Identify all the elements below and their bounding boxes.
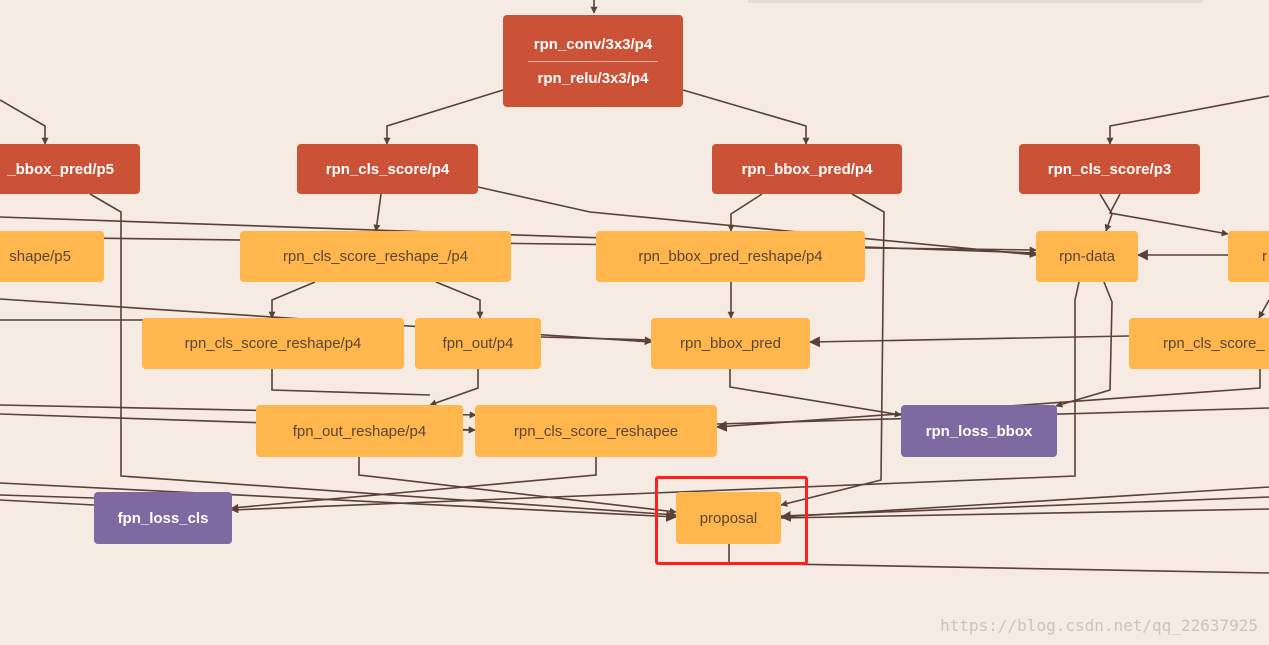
node-rpn-cls-score-partial-label: rpn_cls_score_ [1163, 335, 1265, 352]
node-rpn-bbox-pred-reshape-p4-label: rpn_bbox_pred_reshape/p4 [638, 248, 823, 265]
node-rpn-cls-score-p3[interactable]: rpn_cls_score/p3 [1019, 144, 1200, 194]
node-rpn-loss-bbox[interactable]: rpn_loss_bbox [901, 405, 1057, 457]
edge [1055, 281, 1113, 408]
top-panel-edge [748, 0, 1203, 3]
edge [780, 508, 1269, 519]
edge [429, 369, 479, 407]
edge [1108, 193, 1229, 237]
node-rpn-cls-score-reshape-p4[interactable]: rpn_cls_score_reshape/p4 [142, 318, 404, 369]
node-rpn-bbox-pred-p5[interactable]: _bbox_pred/p5 [0, 144, 140, 194]
node-right-partial[interactable]: r [1228, 231, 1269, 282]
edge [0, 99, 49, 145]
edge [728, 544, 1269, 574]
watermark: https://blog.csdn.net/qq_22637925 [940, 616, 1258, 635]
node-rpn-bbox-pred-label: rpn_bbox_pred [680, 335, 781, 352]
edge [808, 335, 1130, 348]
edge [358, 457, 677, 515]
edge [715, 369, 1261, 432]
node-fpn-out-reshape-p4[interactable]: fpn_out_reshape/p4 [256, 405, 463, 457]
node-reshape-p5[interactable]: shape/p5 [0, 231, 104, 282]
edge [383, 89, 504, 145]
node-rpn-loss-bbox-label: rpn_loss_bbox [925, 422, 1033, 440]
node-fpn-loss-cls-label: fpn_loss_cls [117, 509, 209, 527]
highlight-box [655, 476, 808, 565]
edge [779, 486, 1269, 522]
divider [528, 60, 658, 62]
node-right-partial-label: r [1262, 248, 1267, 265]
edge [727, 193, 763, 232]
edge [231, 281, 1080, 514]
edge [682, 89, 810, 145]
node-rpn-cls-score-reshape-us-p4[interactable]: rpn_cls_score_reshape_/p4 [240, 231, 511, 282]
node-rpn-bbox-pred-reshape-p4[interactable]: rpn_bbox_pred_reshape/p4 [596, 231, 865, 282]
node-proposal[interactable]: proposal [676, 492, 781, 544]
edge [780, 496, 1269, 517]
node-rpn-data-label: rpn-data [1059, 248, 1115, 265]
edge [0, 494, 95, 499]
edge [729, 369, 902, 418]
edge [271, 369, 431, 396]
edge [780, 193, 885, 507]
node-rpn-bbox-pred-p4[interactable]: rpn_bbox_pred/p4 [712, 144, 902, 194]
node-rpn-cls-score-p3-label: rpn_cls_score/p3 [1047, 160, 1172, 178]
node-rpn-cls-score-reshape-p4-label: rpn_cls_score_reshape/p4 [184, 335, 362, 352]
edge [89, 193, 677, 519]
edge [0, 482, 678, 522]
edge [373, 193, 382, 232]
edge [477, 186, 1037, 258]
node-fpn-loss-cls[interactable]: fpn_loss_cls [94, 492, 232, 544]
node-reshape-p5-label: shape/p5 [9, 248, 71, 265]
node-rpn-cls-score-p4[interactable]: rpn_cls_score/p4 [297, 144, 478, 194]
node-rpn-bbox-pred-p4-label: rpn_bbox_pred/p4 [741, 160, 873, 178]
edge [0, 499, 95, 506]
node-fpn-out-reshape-p4-label: fpn_out_reshape/p4 [292, 422, 427, 440]
node-rpn-cls-score-reshape-us-p4-label: rpn_cls_score_reshape_/p4 [282, 248, 469, 265]
edge [268, 281, 316, 319]
edge [435, 281, 484, 319]
node-fpn-out-p4[interactable]: fpn_out/p4 [415, 318, 541, 369]
node-rpn-bbox-pred[interactable]: rpn_bbox_pred [651, 318, 810, 369]
node-rpn-bbox-pred-p5-label: _bbox_pred/p5 [7, 160, 114, 178]
edge [0, 236, 1037, 254]
node-rpn-conv-label1: rpn_conv/3x3/p4 [533, 35, 653, 53]
node-rpn-cls-score-p4-label: rpn_cls_score/p4 [325, 160, 450, 178]
node-rpn-cls-score-partial[interactable]: rpn_cls_score_ [1129, 318, 1269, 369]
node-rpn-data[interactable]: rpn-data [1036, 231, 1138, 282]
edge [1258, 299, 1269, 319]
node-fpn-out-p4-label: fpn_out/p4 [442, 335, 514, 352]
node-rpn-cls-score-reshapee-label: rpn_cls_score_reshapee [513, 422, 679, 440]
edge [1106, 95, 1269, 145]
node-rpn-cls-score-reshapee[interactable]: rpn_cls_score_reshapee [475, 405, 717, 457]
node-rpn-conv[interactable]: rpn_conv/3x3/p4 rpn_relu/3x3/p4 [503, 15, 683, 107]
node-rpn-conv-label2: rpn_relu/3x3/p4 [537, 69, 649, 87]
edge [540, 336, 652, 344]
edge [231, 457, 597, 511]
node-proposal-label: proposal [699, 509, 758, 527]
